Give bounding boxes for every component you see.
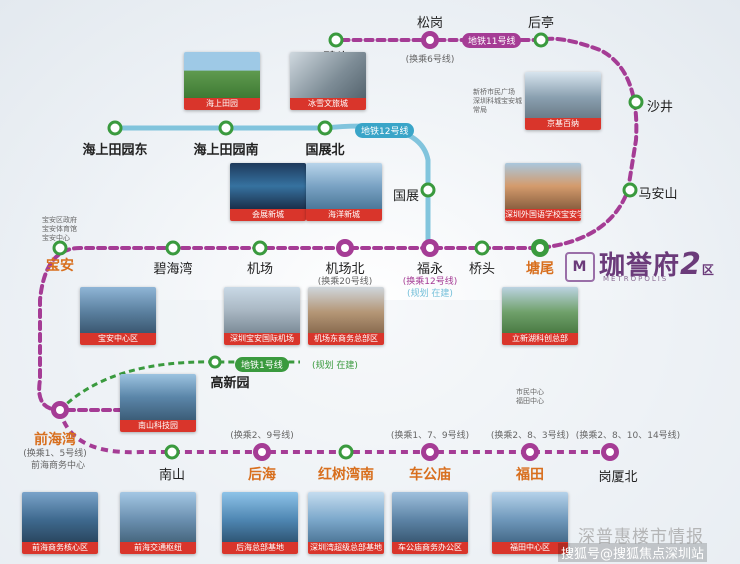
transfer-songgang: (换乘6号线) — [405, 55, 455, 65]
transfer-jichangbei: (换乘20号线) — [317, 277, 373, 287]
label-futian: 福田 — [516, 467, 544, 483]
label-songgang: 松岗 — [416, 16, 444, 31]
label-tangwei: 塘尾 — [526, 261, 554, 277]
photo-haishangtianyuan: 海上田园 — [184, 52, 260, 110]
label-gaoxinyuan: 高新园 — [210, 376, 250, 391]
brand-number: 2 — [680, 247, 702, 282]
futian-notes: 市民中心 福田中心 — [516, 388, 544, 405]
transfer-fuyong: (换乘12号线) — [402, 277, 458, 287]
station-marker-guozhan — [420, 182, 436, 198]
transfer-chegongmiao: (换乘1、7、9号线) — [390, 431, 470, 441]
label-houting: 后亭 — [527, 16, 555, 31]
station-marker-gaoxinyuan — [208, 355, 222, 369]
photo-qianhai-traffic: 前海交通枢纽 — [120, 492, 196, 554]
transfer-qianhaiwan: (换乘1、5号线) — [23, 449, 87, 459]
station-marker-shajing — [628, 94, 644, 110]
note-qianhaiwan: 前海商务中心 — [30, 461, 86, 471]
photo-huizhan: 会展新城 — [230, 163, 306, 221]
future-gaoxinyuan: (规划 在建) — [312, 361, 358, 371]
transfer-gangxiabei: (换乘2、8、10、14号线) — [575, 431, 681, 441]
future-fuyong: (规划 在建) — [407, 289, 453, 299]
line-11-route — [37, 36, 639, 412]
label-houhai: 后海 — [248, 467, 276, 483]
label-baoan: 宝安 — [46, 258, 74, 274]
label-bihaiwan: 碧海湾 — [153, 262, 193, 277]
photo-baoan-center: 宝安中心区 — [80, 287, 156, 345]
label-nanshan: 南山 — [158, 468, 186, 483]
line-1-route — [58, 360, 300, 412]
line-12-tag: 地铁12号线 — [355, 123, 415, 138]
station-marker-bitou — [328, 32, 344, 48]
station-markers — [51, 31, 644, 461]
label-qianhaiwan: 前海湾 — [34, 432, 76, 448]
station-marker-gzb — [317, 120, 333, 136]
watermark-credit: 搜狐号@搜狐焦点深圳站 — [558, 543, 708, 562]
transfer-futian: (换乘2、8、3号线) — [490, 431, 570, 441]
photo-jingji: 京基百纳 — [525, 72, 601, 130]
photo-school: 深圳外国语学校宝安学校 — [505, 163, 581, 221]
photo-qianhai: 前海商务核心区 — [22, 492, 98, 554]
station-marker-bihaiwan — [165, 240, 181, 256]
station-marker-htyn — [218, 120, 234, 136]
line-1-tag: 地铁1号线 — [235, 357, 289, 372]
photo-chegongmiao-biz: 车公庙商务办公区 — [392, 492, 468, 554]
label-hswn: 红树湾南 — [318, 467, 374, 483]
label-chegongmiao: 车公庙 — [409, 467, 451, 483]
photo-bingxue: 冰雪文旅城 — [290, 52, 366, 110]
photo-lixin: 立新湖科创总部 — [502, 287, 578, 345]
station-marker-htyd — [107, 120, 123, 136]
label-qiaotou: 桥头 — [468, 262, 496, 277]
station-marker-jichang — [252, 240, 268, 256]
station-marker-houting — [533, 32, 549, 48]
brand-sub: METROPOLIS — [603, 275, 669, 283]
label-gangxiabei: 岗厦北 — [598, 470, 638, 485]
label-maanshan: 马安山 — [638, 187, 678, 202]
station-marker-nanshan — [164, 444, 180, 460]
label-htyn: 海上田园南 — [193, 143, 259, 158]
label-gzb: 国展北 — [305, 143, 345, 158]
label-fuyong: 福永 — [416, 262, 444, 277]
brand-suffix: 区 — [701, 263, 715, 277]
station-marker-hswn — [338, 444, 354, 460]
label-jichangbei: 机场北 — [325, 262, 365, 277]
brand-name: 珈誉府 — [599, 251, 681, 281]
photo-nanshan-tech: 南山科技园 — [120, 374, 196, 432]
photo-futian-center: 福田中心区 — [492, 492, 568, 554]
station-marker-qiaotou — [474, 240, 490, 256]
label-htyd: 海上田园东 — [82, 143, 148, 158]
shajing-notes: 新桥市民广场 深圳科城宝安城 常局 — [473, 88, 522, 114]
photo-airport: 深圳宝安国际机场 — [224, 287, 300, 345]
label-jichang: 机场 — [246, 262, 274, 277]
label-shajing: 沙井 — [646, 100, 674, 115]
photo-shenzhenwan: 深圳湾超级总部基地 — [308, 492, 384, 554]
photo-jichang-east: 机场东商务总部区 — [308, 287, 384, 345]
brand-logo: M — [565, 251, 595, 282]
label-guozhan: 国展 — [392, 189, 420, 204]
baoan-notes: 宝安区政府 宝安体育馆 宝安中心 — [42, 216, 77, 242]
watermark-title: 深普惠楼市情报 — [578, 527, 704, 547]
line-11-tag: 地铁11号线 — [462, 33, 522, 48]
photo-houhai-hq: 后海总部基地 — [222, 492, 298, 554]
photo-haiyang: 海洋新城 — [306, 163, 382, 221]
transfer-houhai: (换乘2、9号线) — [230, 431, 294, 441]
station-marker-maanshan — [622, 182, 638, 198]
station-marker-baoan — [52, 240, 68, 256]
